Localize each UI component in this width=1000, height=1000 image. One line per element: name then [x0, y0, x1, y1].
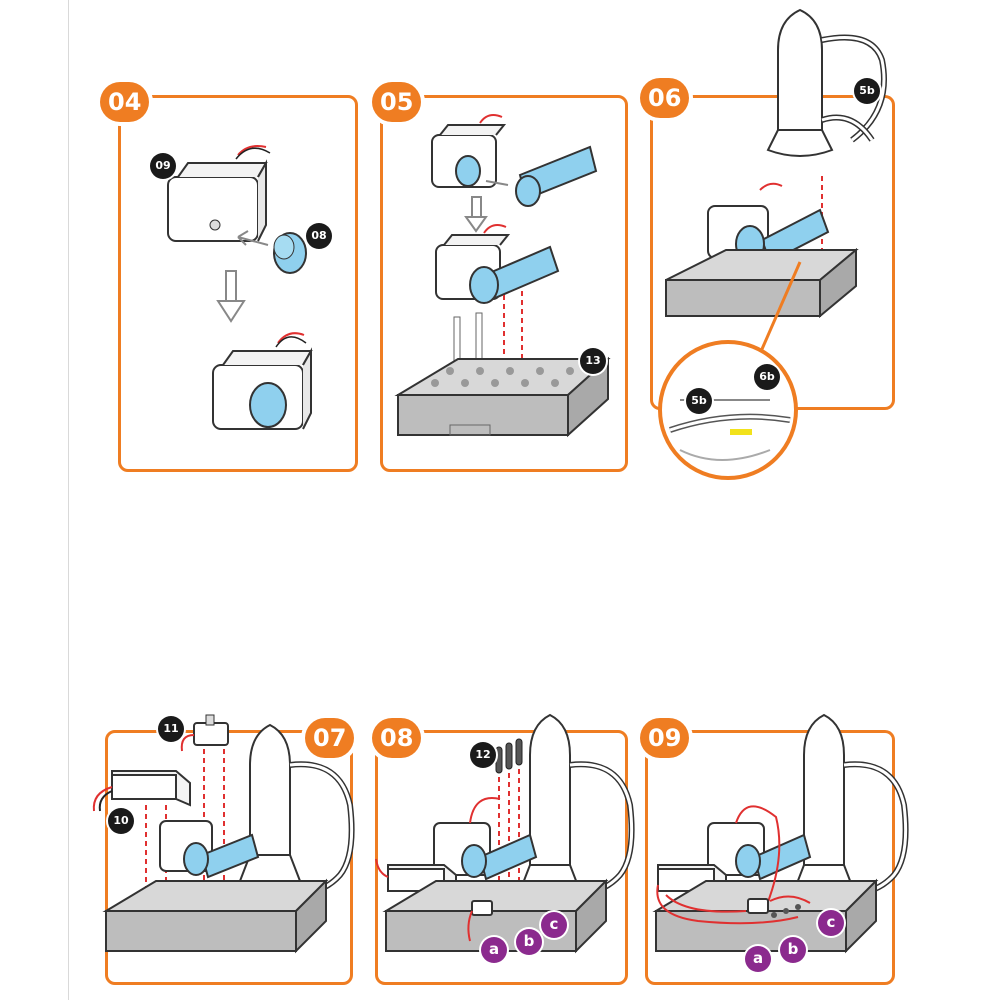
step-06-illustration [658, 8, 887, 480]
motor-icon [435, 224, 560, 304]
step-08-badge: 08 [372, 718, 422, 758]
part-label-5b-zoom: 5b [686, 388, 712, 414]
motor-icon [431, 114, 507, 188]
part-label-11: 11 [158, 716, 184, 742]
rocket-icon [518, 713, 635, 898]
part-label-08: 08 [306, 223, 332, 249]
page-margin-rule [68, 0, 69, 1000]
step-05-badge: 05 [372, 82, 422, 122]
battery-box-icon [92, 770, 191, 812]
step-08-illustration [375, 713, 635, 954]
connector-label-b: b [516, 929, 542, 955]
base-plate-icon [665, 247, 859, 319]
part-label-12: 12 [470, 742, 496, 768]
part-label-13: 13 [580, 348, 606, 374]
connector-label-b-step09: b [780, 937, 806, 963]
wire-clips-icon [771, 904, 801, 918]
step-07-badge: 07 [305, 718, 355, 758]
step-05-illustration [394, 114, 611, 438]
connector-label-a-step09: a [745, 946, 771, 972]
switch-icon [180, 714, 229, 752]
step-04-badge: 04 [100, 82, 150, 122]
base-plate-icon [102, 878, 329, 954]
connector-label-a: a [481, 937, 507, 963]
part-label-09: 09 [150, 153, 176, 179]
coupler-icon [515, 145, 598, 207]
step-09-illustration [652, 713, 909, 954]
zoom-detail-icon [658, 340, 798, 480]
step-06-badge: 06 [640, 78, 690, 118]
wire-clips-icon [495, 738, 523, 774]
coupler-icon [273, 232, 307, 274]
motor-icon [212, 332, 313, 430]
connector-label-c-step09: c [818, 910, 844, 936]
connector-label-c: c [541, 912, 567, 938]
motor-icon [167, 145, 271, 242]
rocket-icon [792, 713, 909, 898]
base-plate-icon [382, 878, 609, 954]
rocket-icon [766, 8, 887, 157]
arrow-icon [464, 180, 509, 233]
base-plate-icon [652, 878, 879, 954]
step-04-illustration [167, 145, 313, 430]
part-label-6b-zoom: 6b [754, 364, 780, 390]
arrow-icon [216, 230, 269, 323]
step-07-illustration [92, 714, 355, 954]
base-plate-icon [394, 356, 611, 438]
motor-icon [159, 820, 260, 879]
switch-icon [467, 900, 493, 942]
part-label-10: 10 [108, 808, 134, 834]
switch-icon [747, 898, 769, 914]
motor-icon [707, 822, 812, 881]
motor-icon [433, 797, 538, 881]
part-label-5b-top: 5b [854, 78, 880, 104]
step-09-badge: 09 [640, 718, 690, 758]
